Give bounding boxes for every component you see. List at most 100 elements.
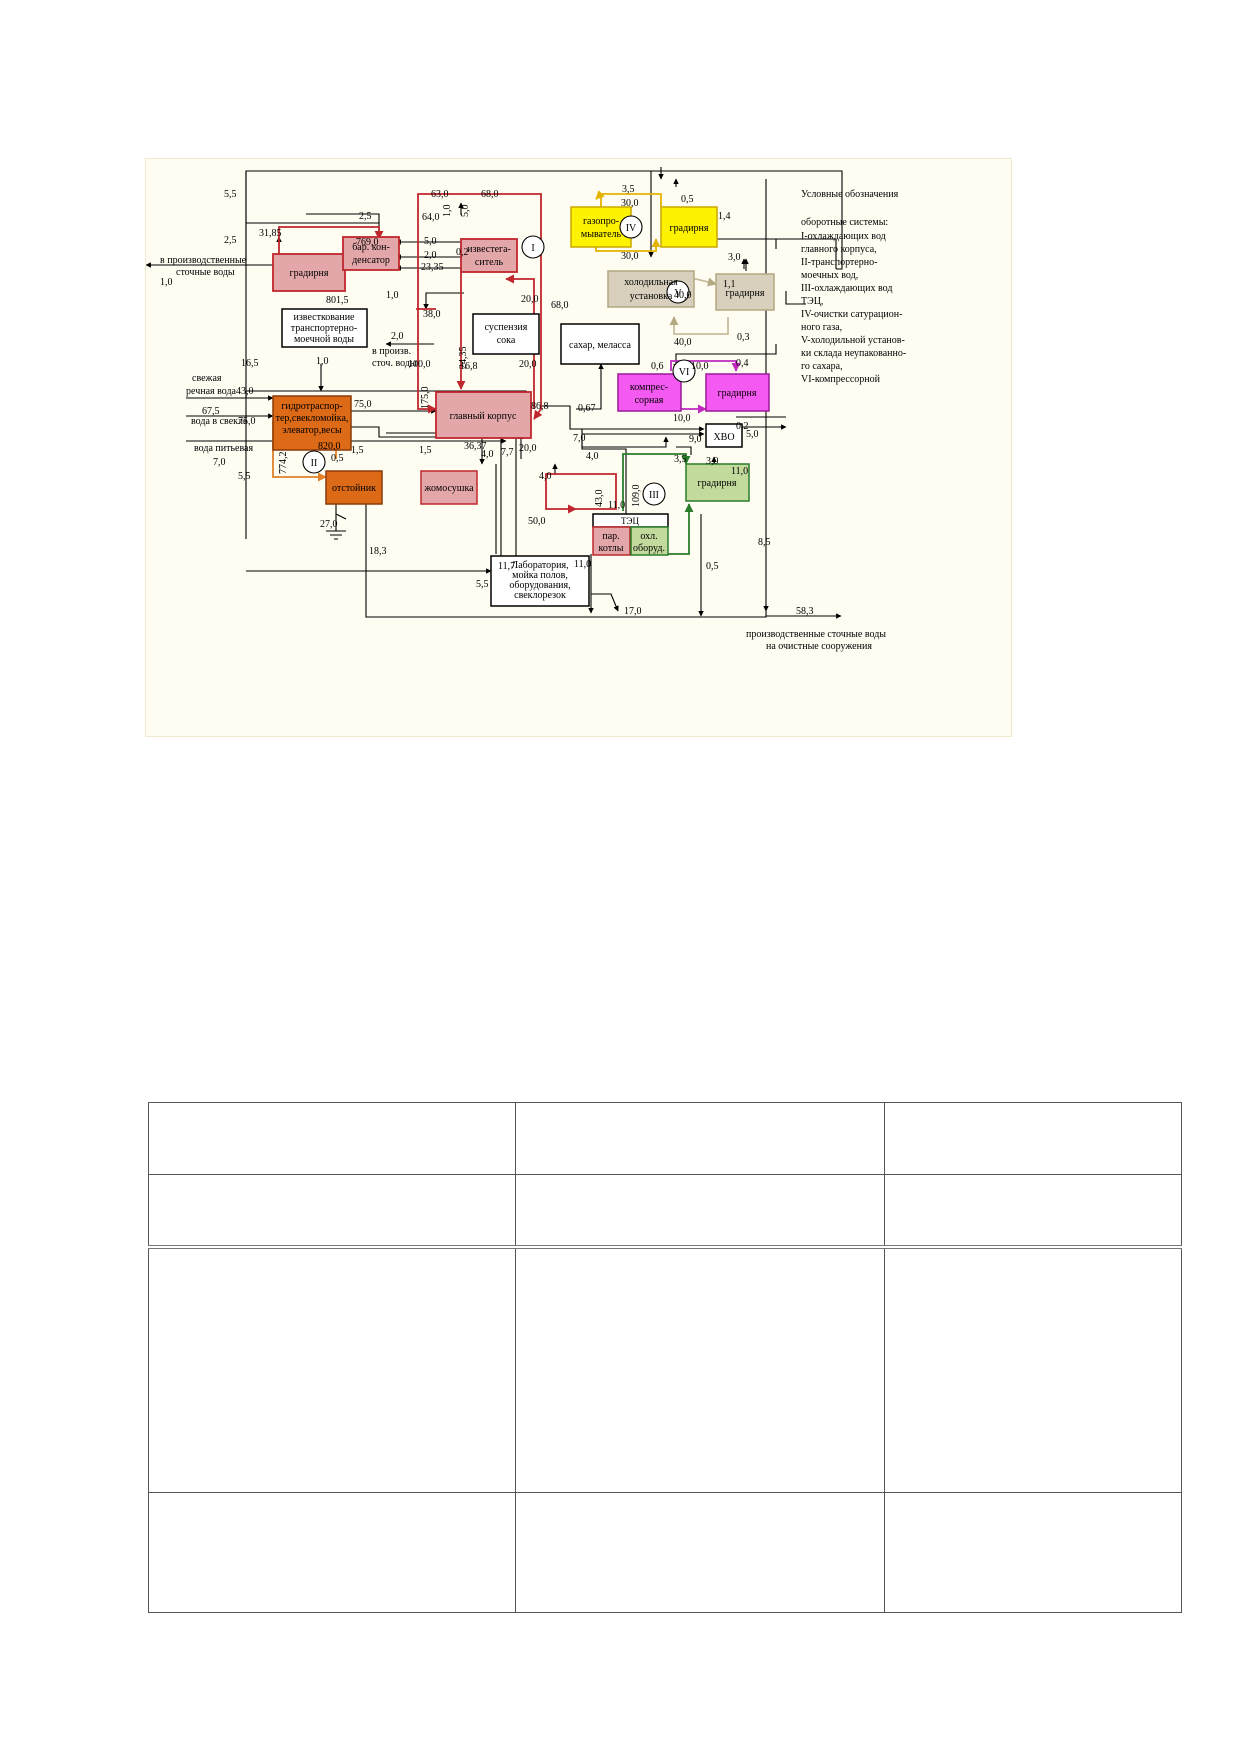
text-out-2: на очистные сооружения [766,641,872,652]
box-gradirnya-6 [705,373,770,412]
roman-II: II [311,458,318,469]
val: 16,8 [460,361,478,372]
roman-circles [302,215,696,506]
text-v-proizv-stoch-2: сточ. воды [372,358,417,369]
val: 2,5 [359,211,372,222]
table-cell [148,1174,516,1247]
val: 5,5 [238,471,251,482]
val: 4,0 [539,471,552,482]
val: 86,8 [531,401,549,412]
val: 31,85 [259,228,282,239]
table-cell [884,1102,1182,1175]
val: 43,0 [594,490,605,508]
box-izvestkovanie [281,308,368,348]
val: 9,0 [689,434,702,445]
table-cell [515,1244,885,1493]
val: 58,3 [796,606,814,617]
val: 4,0 [586,451,599,462]
val: 67,5 [202,406,220,417]
label-bar-kond-2: денсатор [352,255,390,266]
roman-V: V [674,288,682,299]
table-cell [515,1102,885,1175]
label-izvtr-2: транспортерно- [291,323,357,334]
val: 5,5 [224,189,237,200]
table-cell [148,1492,516,1613]
box-otstoinik [325,470,383,505]
empty-table [148,1102,1182,1613]
val: 11,0 [608,500,625,511]
val: 16,5 [241,358,259,369]
label-gradirnya-3: градирня [698,478,737,489]
val: 774,2 [278,452,289,475]
text-pitievaya: вода питьевая [194,443,253,454]
val: 109,0 [631,485,642,508]
val: 50,0 [528,516,546,527]
label-bar-kond-1: бар. кон- [352,242,390,253]
legend-title: Условные обозначения [801,189,899,200]
label-lab-2: мойка полов, [512,570,568,581]
val: 3,0 [728,252,741,263]
box-ohl-oborud [630,526,669,556]
label-kompres-2: сорная [635,395,664,406]
label-ohl-1: охл. [640,531,657,542]
val: 5,0 [746,429,759,440]
val: 4,0 [481,449,494,460]
val: 0,2 [736,421,749,432]
val: 0,5 [681,194,694,205]
label-izvtr-1: известкование [294,312,356,323]
table-row [148,1244,1182,1493]
text-svezhaya-1: свежая [192,373,222,384]
val: 23,35 [421,262,444,273]
val: 3,5 [622,184,635,195]
label-gradirnya-4: градирня [670,223,709,234]
val: 11,0 [574,559,591,570]
legend-line: моечных вод, [801,270,858,281]
val: 7,0 [213,457,226,468]
label-suspensia-2: сока [497,335,516,346]
val: 11,0 [731,466,748,477]
text-v-proizv-1: в производственные [160,255,247,266]
table-row [148,1174,1182,1247]
label-par-kotly-2: котлы [598,543,623,554]
box-bar-kondensator [342,236,400,271]
label-holod-2: установка [630,291,673,302]
val: 68,0 [551,300,569,311]
val: 75,0 [238,416,256,427]
val: 40,0 [674,290,692,301]
label-izvtr-3: моечной воды [294,334,354,345]
val: 175,0 [420,387,431,410]
val: 40,0 [674,337,692,348]
legend-line: го сахара, [801,361,843,372]
label-gidro-1: гидротраспор- [281,401,342,412]
label-gidro-3: элеватор,весы [282,425,342,436]
box-sahar [560,323,640,365]
val: 7,0 [573,433,586,444]
legend-intro: оборотные системы: [801,217,888,228]
val: 7,7 [501,447,514,458]
val: 1,5 [351,445,364,456]
label-tec: ТЭЦ [621,516,639,526]
table-cell [884,1244,1182,1493]
val: 0,67 [578,403,596,414]
val: 5,0 [460,205,471,218]
legend-line: ки склада неупакованно- [801,348,906,359]
val: 769,0 [356,237,379,248]
val: 63,0 [431,189,449,200]
label-gradirnya-6: градирня [718,388,757,399]
label-lab-4: свеклорезок [514,590,566,601]
box-gradirnya-5 [715,273,775,311]
val: 1,0 [160,277,173,288]
label-gradirnya-1: градирня [290,268,329,279]
label-gazopr-2: мыватель [581,229,622,240]
val: 2,0 [424,250,437,261]
label-ohl-2: оборуд. [633,543,665,554]
val: 801,5 [326,295,349,306]
label-gazopr-1: газопро- [583,216,619,227]
table-cell [884,1492,1182,1613]
label-lab-1: Лаборатория, [511,560,568,571]
val: 27,0 [320,519,338,530]
text-svezhaya-2: речная вода [186,386,237,397]
text-v-proizv-2: сточные воды [176,267,235,278]
box-glavny-korpus [435,391,532,439]
label-suspensia-1: суспензия [485,322,528,333]
